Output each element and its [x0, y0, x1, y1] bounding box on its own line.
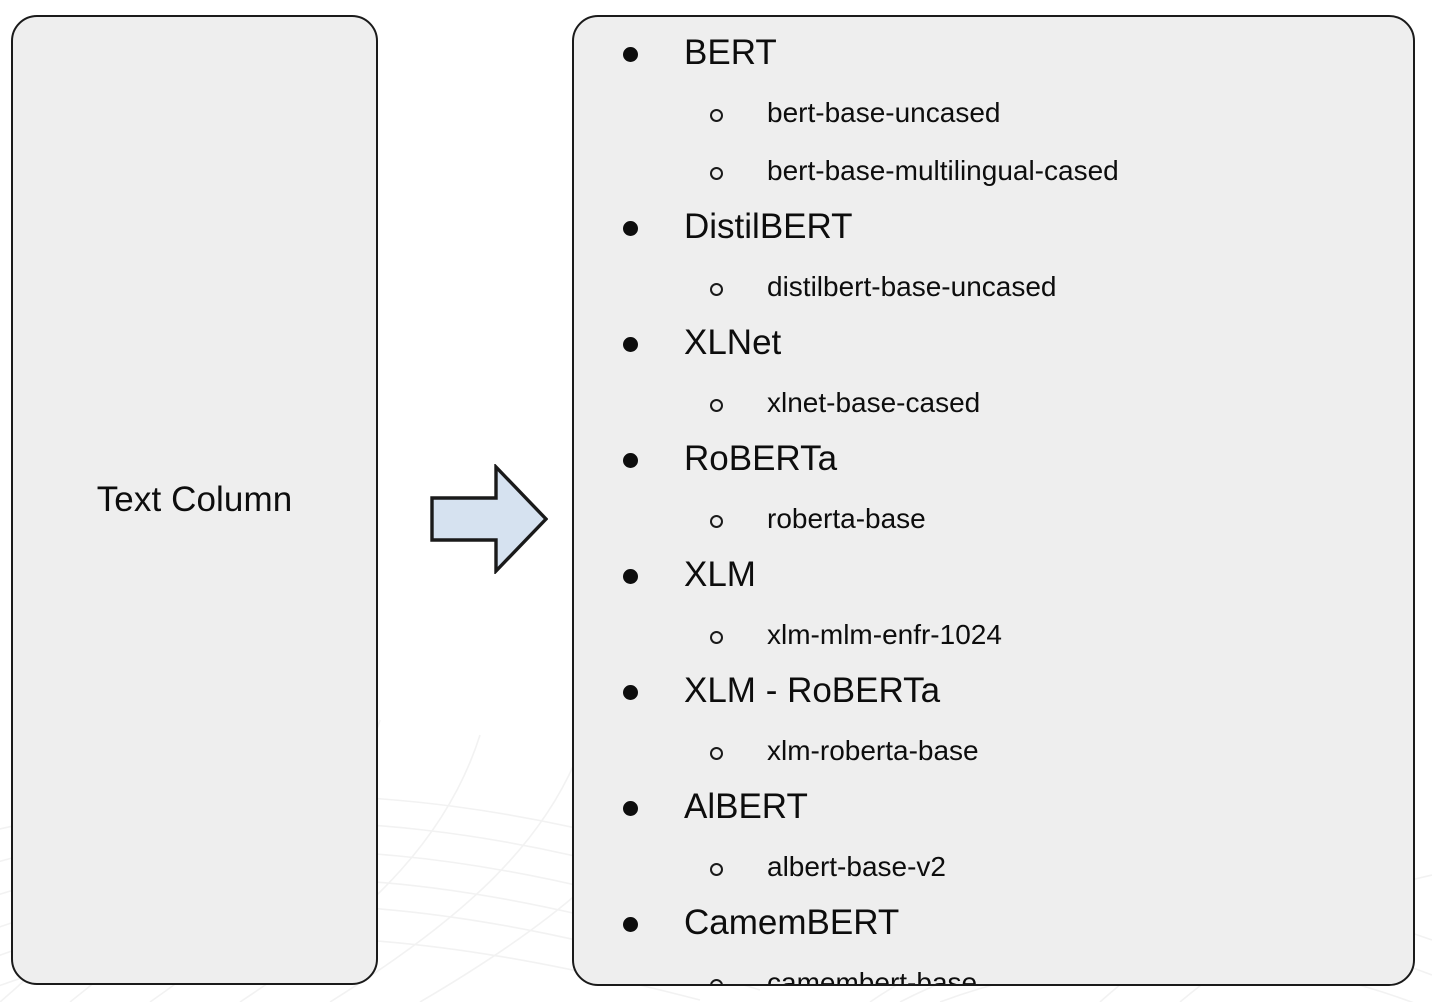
model-checkpoint-item[interactable]: bert-base-uncased	[574, 87, 1413, 145]
filled-disc-bullet-icon	[623, 801, 638, 816]
models-panel[interactable]: BERT bert-base-uncased bert-base-multiling…	[572, 15, 1415, 986]
source-panel-label: Text Column	[96, 479, 293, 519]
source-panel[interactable]: Text Column	[11, 15, 378, 985]
model-checkpoint-label: bert-base-uncased	[767, 97, 1001, 128]
hollow-circle-bullet-icon	[710, 631, 723, 644]
model-checkpoint-label: roberta-base	[767, 503, 926, 534]
model-checkpoint-item[interactable]: bert-base-multilingual-cased	[574, 145, 1413, 203]
model-checkpoint-item[interactable]: camembert-base	[574, 957, 1413, 986]
filled-disc-bullet-icon	[623, 569, 638, 584]
hollow-circle-bullet-icon	[710, 515, 723, 528]
hollow-circle-bullet-icon	[710, 979, 723, 984]
model-checkpoint-label: xlm-roberta-base	[767, 735, 979, 766]
hollow-circle-bullet-icon	[710, 109, 723, 122]
model-family-label: XLM	[684, 555, 756, 594]
model-family-item[interactable]: RoBERTa	[574, 435, 1413, 493]
model-checkpoint-item[interactable]: xlm-roberta-base	[574, 725, 1413, 783]
hollow-circle-bullet-icon	[710, 863, 723, 876]
model-family-item[interactable]: DistilBERT	[574, 203, 1413, 261]
filled-disc-bullet-icon	[623, 917, 638, 932]
hollow-circle-bullet-icon	[710, 283, 723, 296]
model-checkpoint-label: bert-base-multilingual-cased	[767, 155, 1119, 186]
filled-disc-bullet-icon	[623, 221, 638, 236]
model-family-item[interactable]: AlBERT	[574, 783, 1413, 841]
model-checkpoint-item[interactable]: distilbert-base-uncased	[574, 261, 1413, 319]
filled-disc-bullet-icon	[623, 685, 638, 700]
model-list: BERT bert-base-uncased bert-base-multiling…	[574, 17, 1413, 986]
model-checkpoint-label: xlm-mlm-enfr-1024	[767, 619, 1002, 650]
model-family-item[interactable]: XLM - RoBERTa	[574, 667, 1413, 725]
model-family-item[interactable]: XLNet	[574, 319, 1413, 377]
hollow-circle-bullet-icon	[710, 167, 723, 180]
model-checkpoint-item[interactable]: xlnet-base-cased	[574, 377, 1413, 435]
model-checkpoint-label: camembert-base	[767, 967, 978, 986]
model-family-label: XLM - RoBERTa	[684, 671, 941, 710]
model-family-item[interactable]: CamemBERT	[574, 899, 1413, 957]
hollow-circle-bullet-icon	[710, 747, 723, 760]
model-family-label: AlBERT	[684, 787, 808, 826]
filled-disc-bullet-icon	[623, 47, 638, 62]
model-checkpoint-label: xlnet-base-cased	[767, 387, 981, 418]
model-family-label: DistilBERT	[684, 207, 853, 246]
model-checkpoint-label: distilbert-base-uncased	[767, 271, 1057, 302]
model-family-item[interactable]: BERT	[574, 29, 1413, 87]
model-family-label: CamemBERT	[684, 903, 900, 942]
model-checkpoint-item[interactable]: roberta-base	[574, 493, 1413, 551]
hollow-circle-bullet-icon	[710, 399, 723, 412]
filled-disc-bullet-icon	[623, 337, 638, 352]
model-checkpoint-label: albert-base-v2	[767, 851, 946, 882]
model-family-label: XLNet	[684, 323, 782, 362]
filled-disc-bullet-icon	[623, 453, 638, 468]
right-arrow-icon	[430, 464, 548, 574]
model-family-label: BERT	[684, 33, 777, 72]
model-family-label: RoBERTa	[684, 439, 838, 478]
model-checkpoint-item[interactable]: xlm-mlm-enfr-1024	[574, 609, 1413, 667]
model-checkpoint-item[interactable]: albert-base-v2	[574, 841, 1413, 899]
model-family-item[interactable]: XLM	[574, 551, 1413, 609]
